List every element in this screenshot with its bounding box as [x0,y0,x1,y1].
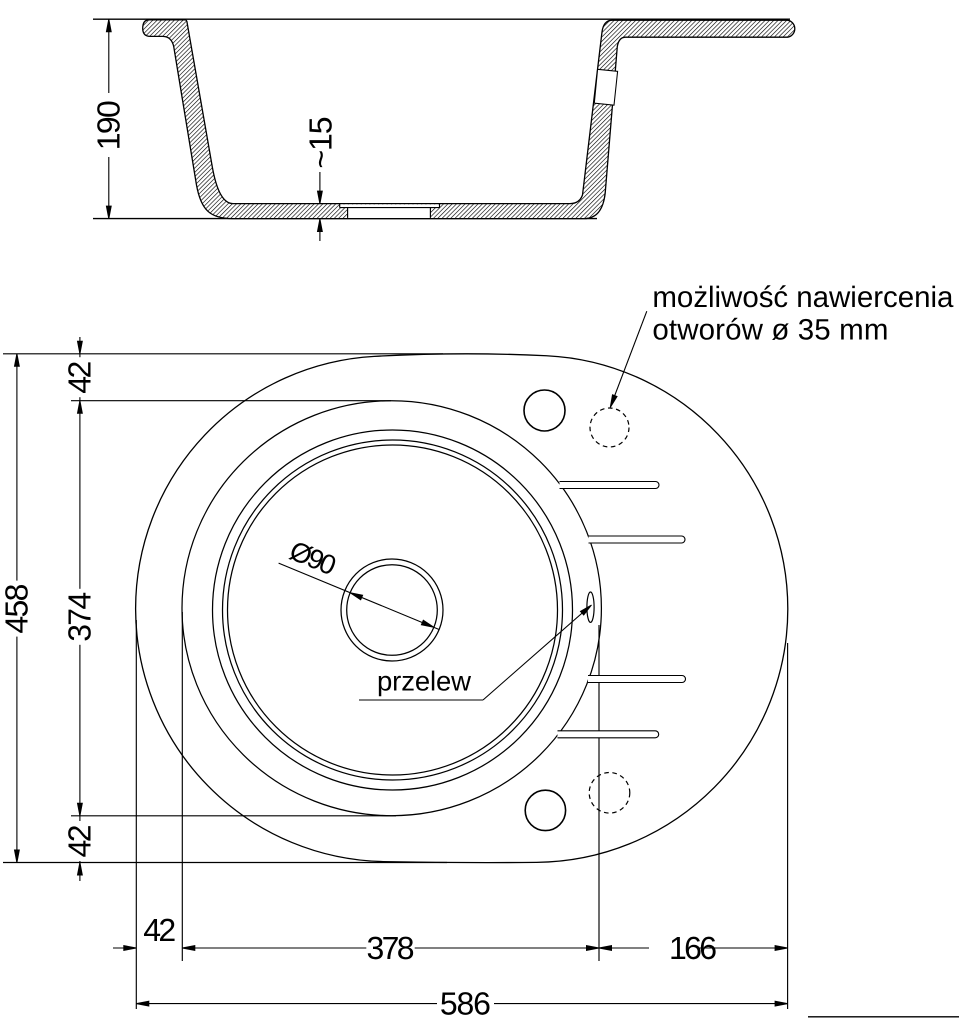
svg-text:42: 42 [143,912,176,948]
svg-text:~15: ~15 [303,117,339,169]
svg-text:586: 586 [440,986,491,1022]
svg-text:42: 42 [61,361,97,394]
svg-text:374: 374 [61,592,97,642]
svg-text:możliwość nawiercenia: możliwość nawiercenia [652,281,954,314]
svg-text:458: 458 [0,584,34,634]
svg-text:otworów ø 35 mm: otworów ø 35 mm [652,313,888,346]
svg-text:190: 190 [90,100,126,150]
svg-text:42: 42 [61,825,97,858]
svg-text:378: 378 [367,930,415,966]
svg-text:przelew: przelew [377,666,471,697]
svg-text:166: 166 [669,930,717,966]
